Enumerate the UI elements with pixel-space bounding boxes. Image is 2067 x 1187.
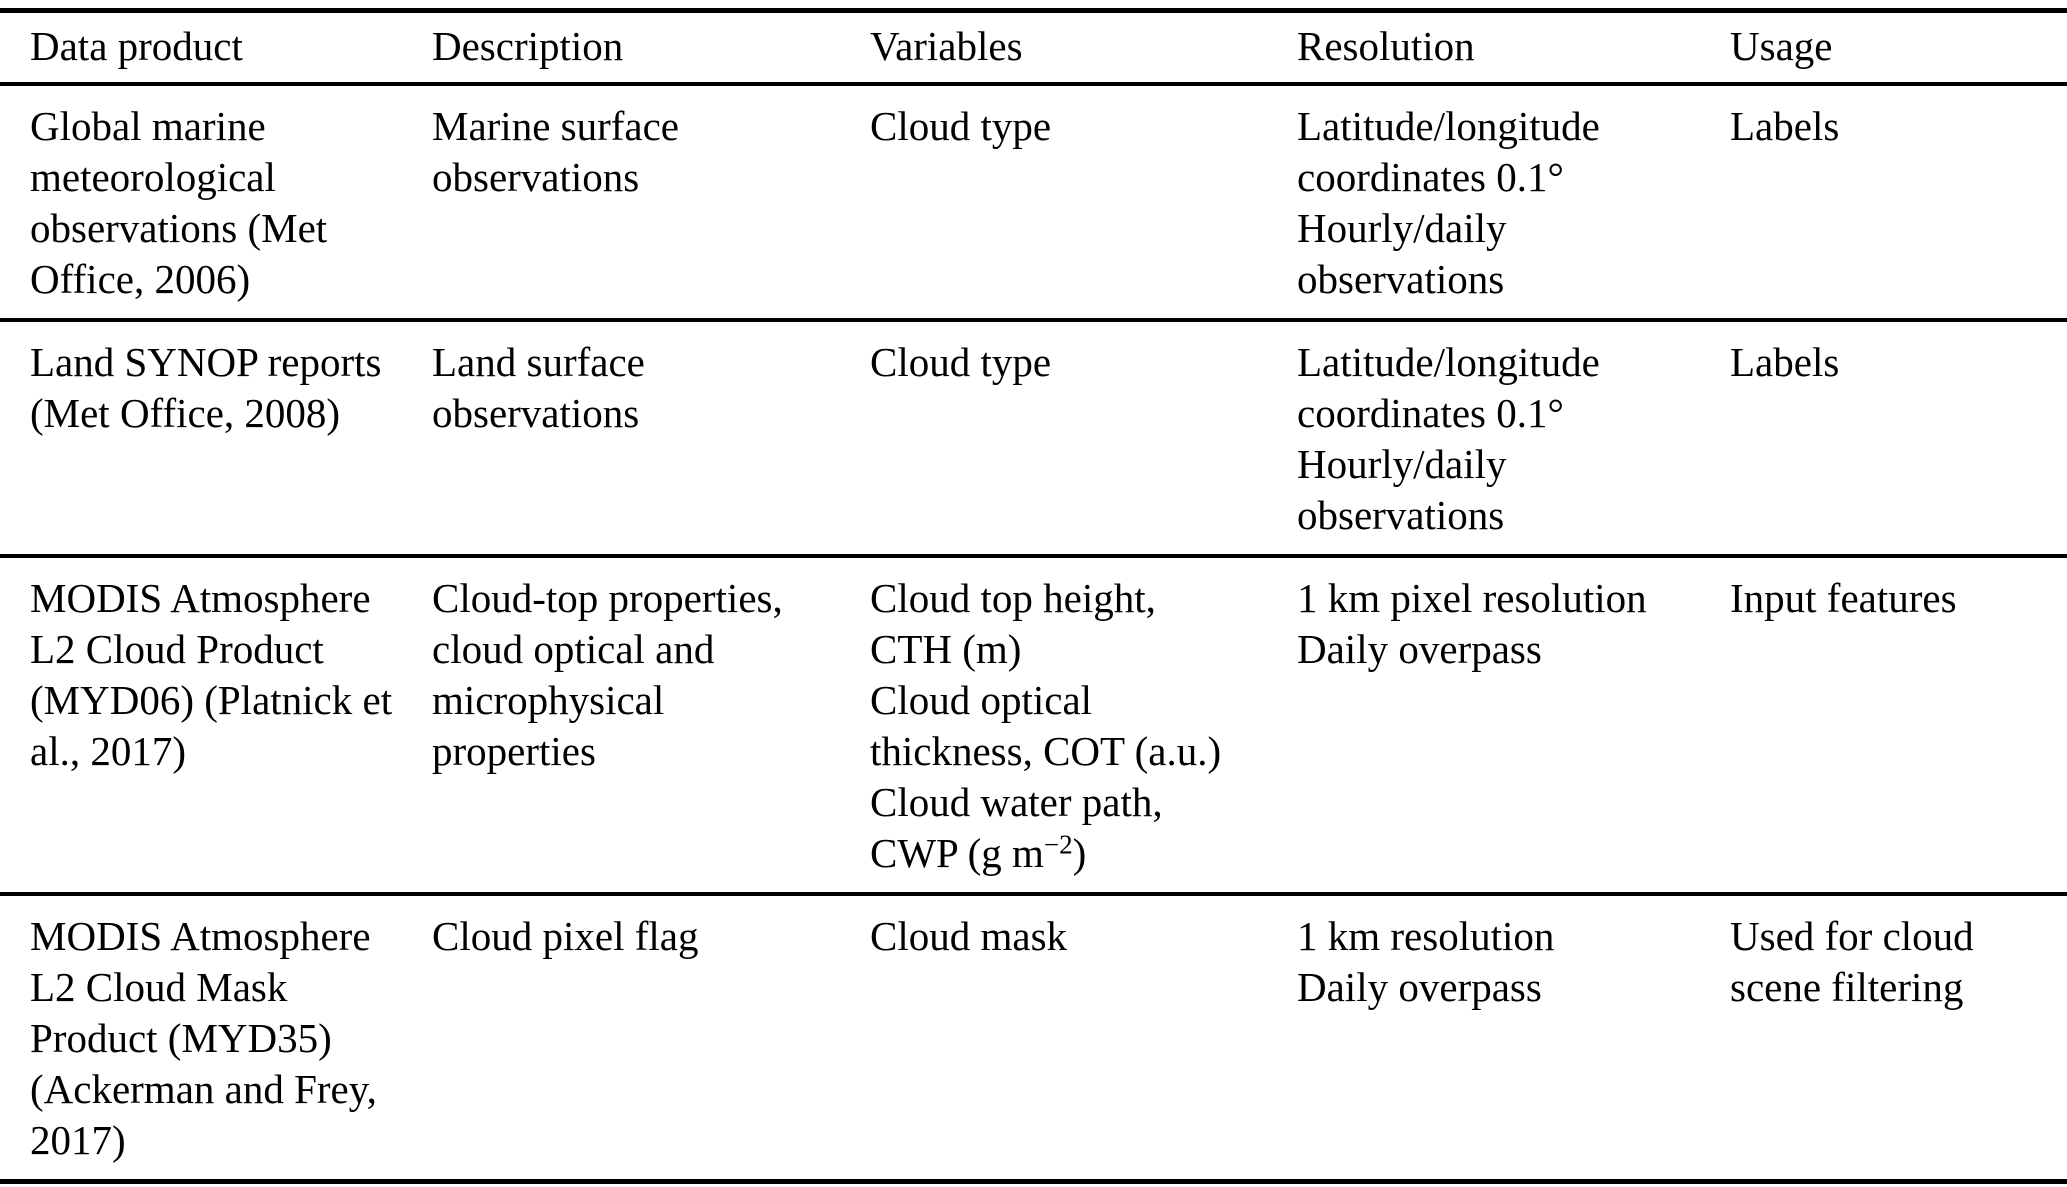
cell-usage: Input features	[1730, 575, 1957, 621]
cell-data-product: Global marine meteorological observation…	[30, 103, 328, 302]
col-header-resolution: Resolution	[1297, 23, 1475, 69]
cell-usage: Used for cloud scene filtering	[1730, 913, 1974, 1010]
cell-variables: Cloud top height, CTH (m) Cloud optical …	[870, 556, 1297, 894]
col-header-data-product: Data product	[30, 23, 243, 69]
variables-close-paren: )	[1072, 830, 1087, 876]
cell-resolution: 1 km resolution Daily overpass	[1297, 913, 1555, 1010]
col-header-description: Description	[432, 23, 624, 69]
cell-description: Cloud pixel flag	[432, 913, 699, 959]
cell-data-product: MODIS Atmosphere L2 Cloud Product (MYD06…	[30, 575, 393, 774]
cell-variables: Cloud type	[870, 103, 1052, 149]
cell-data-product: Land SYNOP reports (Met Office, 2008)	[30, 339, 382, 436]
col-header-usage: Usage	[1730, 23, 1833, 69]
cell-usage: Labels	[1730, 103, 1840, 149]
cell-variables: Cloud type	[870, 339, 1052, 385]
cell-usage: Labels	[1730, 339, 1840, 385]
cell-data-product: MODIS Atmosphere L2 Cloud Mask Product (…	[30, 913, 377, 1163]
unit-superscript: −2	[1043, 829, 1073, 860]
table-row-modis-cloud-product: MODIS Atmosphere L2 Cloud Product (MYD06…	[0, 556, 2067, 894]
table-row-marine-observations: Global marine meteorological observation…	[0, 84, 2067, 320]
cell-resolution: Latitude/longitude coordinates 0.1° Hour…	[1297, 103, 1600, 302]
table-row-modis-cloud-mask: MODIS Atmosphere L2 Cloud Mask Product (…	[0, 894, 2067, 1182]
data-products-table: Data product Description Variables Resol…	[0, 8, 2067, 1184]
col-header-variables: Variables	[870, 23, 1023, 69]
table-header-row: Data product Description Variables Resol…	[0, 11, 2067, 84]
cell-description: Land surface observations	[432, 339, 645, 436]
cell-description: Marine surface observations	[432, 103, 680, 200]
table-row-land-synop: Land SYNOP reports (Met Office, 2008) La…	[0, 320, 2067, 556]
cell-variables: Cloud mask	[870, 913, 1068, 959]
cell-description: Cloud-top properties, cloud optical and …	[432, 575, 783, 774]
cell-resolution: Latitude/longitude coordinates 0.1° Hour…	[1297, 339, 1600, 538]
variables-text: Cloud top height, CTH (m) Cloud optical …	[870, 575, 1222, 876]
cell-resolution: 1 km pixel resolution Daily overpass	[1297, 575, 1647, 672]
